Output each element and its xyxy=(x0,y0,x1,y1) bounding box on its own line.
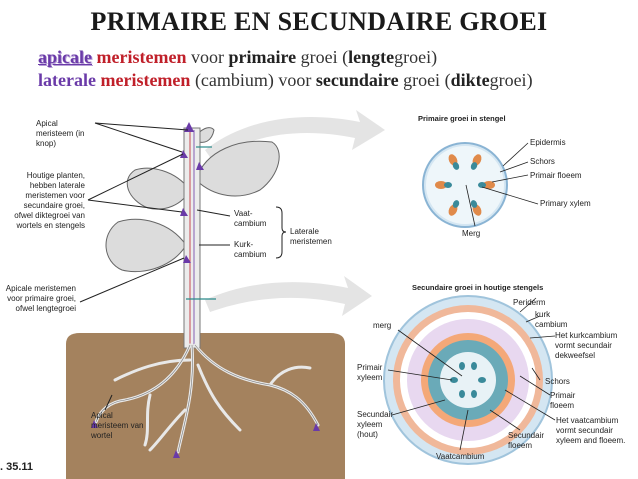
label-apical-bud: Apical meristeem (in knop) xyxy=(36,119,85,148)
label-vaat-cambium: Vaat-cambium xyxy=(234,209,267,228)
label-het-kurkcambium: Het kurkcambium vormt secundair dekweefs… xyxy=(555,331,618,360)
label-primair-floeem-sec: Primair floeem xyxy=(550,391,576,410)
label-schors-sec: Schors xyxy=(545,377,570,386)
figure-reference: . 35.11 xyxy=(0,461,34,473)
word-lengte: lengte xyxy=(348,47,395,67)
label-epidermis: Epidermis xyxy=(530,138,566,147)
label-apical-primary: Apicale meristemen voor primaire groei, … xyxy=(5,284,76,313)
word-secundaire: secundaire xyxy=(315,70,399,90)
word-apicale: apicale xyxy=(38,47,92,67)
label-kurk-cambium-sec: kurk cambium xyxy=(535,310,568,329)
label-secundair-floeem: Secundair floeem xyxy=(508,431,545,450)
label-secundair-xyleem: Secundair xyleem (hout) xyxy=(357,410,394,439)
lower-arrow xyxy=(205,276,372,316)
brace xyxy=(275,206,287,259)
label-merg: Merg xyxy=(462,229,481,238)
page-title: PRIMAIRE EN SECUNDAIRE GROEI xyxy=(90,7,548,36)
label-lateral-meristems: Laterale meristemen xyxy=(290,227,332,246)
word-groei-end: groei) xyxy=(394,47,438,67)
word-primaire: primaire xyxy=(228,47,297,67)
word-voor: voor xyxy=(190,47,224,67)
word-cambium-voor: (cambium) voor xyxy=(194,70,312,90)
subtitle-apical: apicale meristemen voor primaire groei (… xyxy=(38,47,437,68)
word-laterale: laterale xyxy=(38,70,96,90)
label-primair-floeem: Primair floeem xyxy=(530,171,582,180)
leaf-upper-left xyxy=(126,167,191,210)
primary-section xyxy=(422,142,539,228)
leaf-lower-left xyxy=(105,218,187,273)
label-primary-xylem: Primary xylem xyxy=(540,199,591,208)
label-schors: Schors xyxy=(530,157,555,166)
primary-header: Primaire groei in stengel xyxy=(418,114,506,123)
secondary-header: Secundaire groei in houtige stengels xyxy=(412,283,544,292)
label-merg-sec: merg xyxy=(373,321,392,330)
secondary-section xyxy=(383,295,556,465)
label-periderm: Periderm xyxy=(513,298,546,307)
label-het-vaatcambium: Het vaatcambium vormt secundair xyleem a… xyxy=(556,416,626,445)
subtitle-lateral: laterale meristemen (cambium) voor secun… xyxy=(38,70,533,91)
word-dikte: dikte xyxy=(450,70,490,90)
label-vaatcambium: Vaatcambium xyxy=(436,452,485,461)
bud-top xyxy=(184,122,194,132)
label-kurk-cambium: Kurk-cambium xyxy=(234,240,267,259)
label-apical-root: Apical meristeem van wortel xyxy=(91,411,144,440)
leaf-upper-right xyxy=(195,140,280,197)
word-meristemen: meristemen xyxy=(96,47,187,67)
word-meristemen-2: meristemen xyxy=(100,70,191,90)
label-primair-xyleem: Primair xyleem xyxy=(357,363,383,382)
word-groei-2: groei ( xyxy=(403,70,451,90)
word-groei: groei ( xyxy=(300,47,349,67)
word-groei-end-2: groei) xyxy=(489,70,533,90)
upper-arrow xyxy=(205,110,385,160)
stem xyxy=(183,127,201,349)
label-woody-plants: Houtige planten, hebben laterale meriste… xyxy=(14,171,85,230)
